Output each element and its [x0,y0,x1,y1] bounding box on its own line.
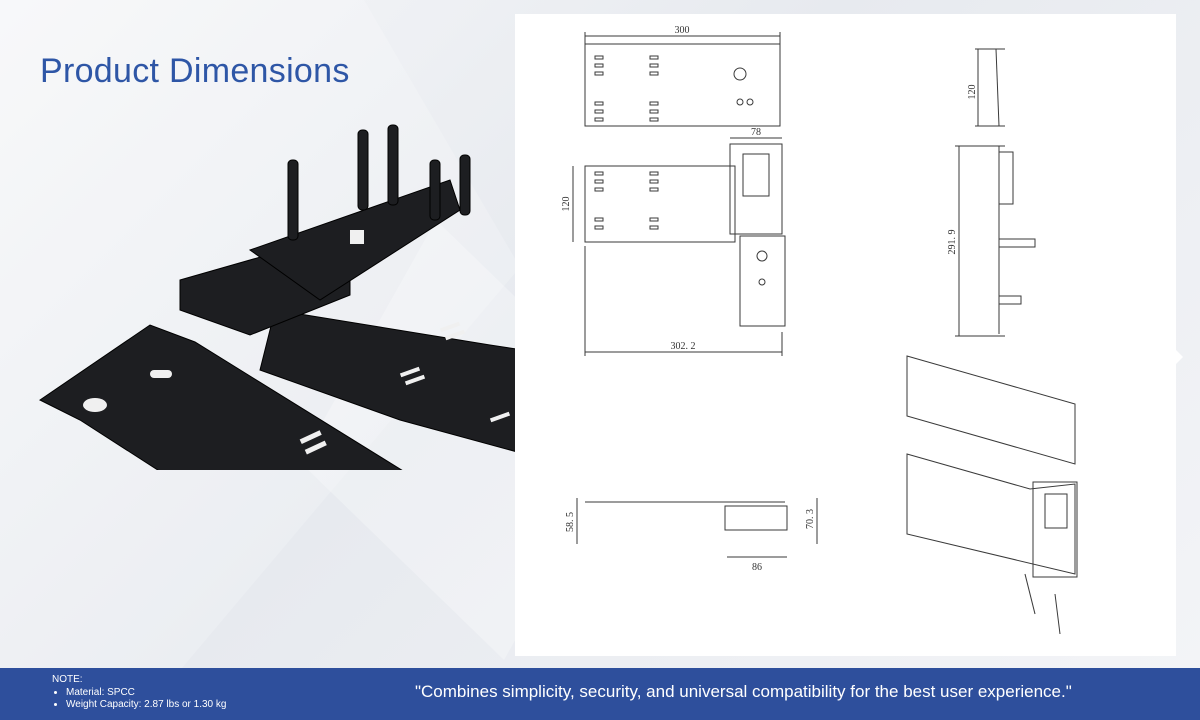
note-item-material: Material: SPCC [66,687,226,699]
top-view-width-label: 300 [675,25,690,36]
tagline-quote: "Combines simplicity, security, and univ… [415,682,1072,701]
page-title: Product Dimensions [40,52,350,90]
note-title: NOTE: [52,674,83,685]
footer-bar: NOTE: Material: SPCC Weight Capacity: 2.… [0,668,1200,720]
side-view-tall-drawing [955,145,1036,337]
plate-slots [83,370,327,455]
bottom-view-right-height-label: 70. 3 [805,509,816,529]
bottom-view-left-height-label: 58. 5 [565,512,576,532]
side-view-thin-drawing [975,48,1005,127]
front-view-drawing [572,137,786,356]
note-list: Material: SPCC Weight Capacity: 2.87 lbs… [52,687,226,711]
bottom-view-drawing [576,498,818,558]
product-image [39,124,591,470]
technical-drawing-panel: 300 120 78 120 302. 2 291. 9 58. 5 70. 3… [515,14,1176,656]
front-view-width-label: 78 [751,127,761,138]
front-view-total-width-label: 302. 2 [671,341,696,352]
top-view-height-label: 120 [967,85,978,100]
top-view-drawing [584,32,781,127]
technical-drawings: 300 120 78 120 302. 2 291. 9 58. 5 70. 3… [561,25,1078,635]
side-view-height-label: 291. 9 [947,230,958,255]
bottom-view-width-label: 86 [752,562,762,573]
loose-plate [39,324,403,470]
note-item-weight: Weight Capacity: 2.87 lbs or 1.30 kg [66,699,226,711]
note-section: NOTE: Material: SPCC Weight Capacity: 2.… [52,674,226,711]
isometric-view-drawing [906,355,1078,635]
chevron-right-icon[interactable] [1176,350,1183,364]
front-view-height-label: 120 [561,197,572,212]
